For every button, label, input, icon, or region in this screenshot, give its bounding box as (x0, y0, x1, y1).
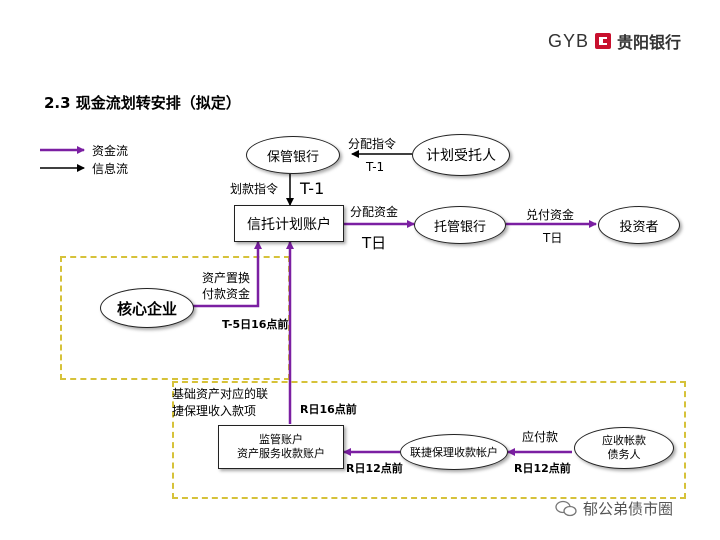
label-asset-replacement-line1: 资产置换 (202, 271, 251, 285)
label-basic-asset-income: 基础资产对应的联 捷保理收入款项 (172, 386, 268, 420)
node-escrow-bank-label: 托管银行 (433, 219, 486, 235)
label-t-minus-1-big: T-1 (300, 179, 325, 198)
legend-info-label: 信息流 (92, 162, 129, 176)
legend-fund-label: 资金流 (92, 144, 129, 158)
node-receivable-debtor: 应收帐款 债务人 (574, 427, 674, 469)
node-investors: 投资者 (598, 206, 680, 244)
label-allocate-funds: 分配资金 (350, 205, 399, 219)
node-core-enterprise-label: 核心企业 (116, 299, 177, 318)
node-receivable-debtor-line2: 债务人 (607, 448, 641, 461)
node-plan-trustee-label: 计划受托人 (426, 148, 496, 164)
logo-latin: GYB (548, 30, 590, 51)
page-title: 2.3 现金流划转安排（拟定） (44, 94, 241, 112)
node-trust-account: 信托计划账户 (234, 205, 344, 242)
label-allocation-instruction: 分配指令 (348, 137, 397, 151)
label-basic-asset-income-line1: 基础资产对应的联 (172, 387, 269, 401)
node-core-enterprise: 核心企业 (100, 288, 194, 328)
label-r-16: R日16点前 (300, 403, 357, 416)
node-plan-trustee: 计划受托人 (412, 134, 510, 176)
label-t-day-2: T日 (543, 231, 563, 245)
receivable-region (172, 381, 686, 499)
chat-bubble-icon (555, 500, 577, 516)
label-asset-replacement-line2: 付款资金 (202, 287, 251, 301)
label-asset-replacement: 资产置换 付款资金 (202, 270, 250, 302)
asset-replacement-arrow (190, 241, 262, 308)
label-basic-asset-income-line2: 捷保理收入款项 (172, 404, 257, 418)
node-supervision-account-line2: 资产服务收款账户 (237, 447, 325, 460)
node-trust-account-label: 信托计划账户 (247, 216, 331, 233)
label-payable: 应付款 (522, 430, 559, 444)
label-t-day-1: T日 (362, 234, 387, 252)
logo-chinese: 贵阳银行 (617, 33, 682, 52)
node-custodian-bank-label: 保管银行 (266, 149, 319, 165)
bank-logo: GYB 贵阳银行 (548, 28, 681, 54)
watermark: 郁公弟债市圈 (555, 498, 673, 519)
node-factoring-account: 联捷保理收款帐户 (400, 434, 508, 470)
label-r-12-a: R日12点前 (346, 462, 403, 475)
label-t-minus-1-small: T-1 (366, 160, 385, 174)
node-investors-label: 投资者 (619, 219, 659, 235)
node-factoring-account-label: 联捷保理收款帐户 (410, 446, 498, 459)
node-supervision-account-line1: 监管账户 (259, 433, 303, 446)
node-custodian-bank: 保管银行 (246, 136, 340, 174)
bank-emblem-icon (595, 33, 612, 49)
node-escrow-bank: 托管银行 (414, 206, 506, 244)
label-transfer-instruction: 划款指令 (230, 182, 279, 196)
label-r-12-b: R日12点前 (514, 462, 571, 475)
label-redeem-funds: 兑付资金 (526, 208, 575, 222)
watermark-text: 郁公弟债市圈 (583, 500, 674, 518)
node-receivable-debtor-line1: 应收帐款 (602, 434, 646, 447)
node-supervision-account: 监管账户 资产服务收款账户 (218, 425, 344, 469)
label-t5-deadline: T-5日16点前 (222, 318, 289, 331)
